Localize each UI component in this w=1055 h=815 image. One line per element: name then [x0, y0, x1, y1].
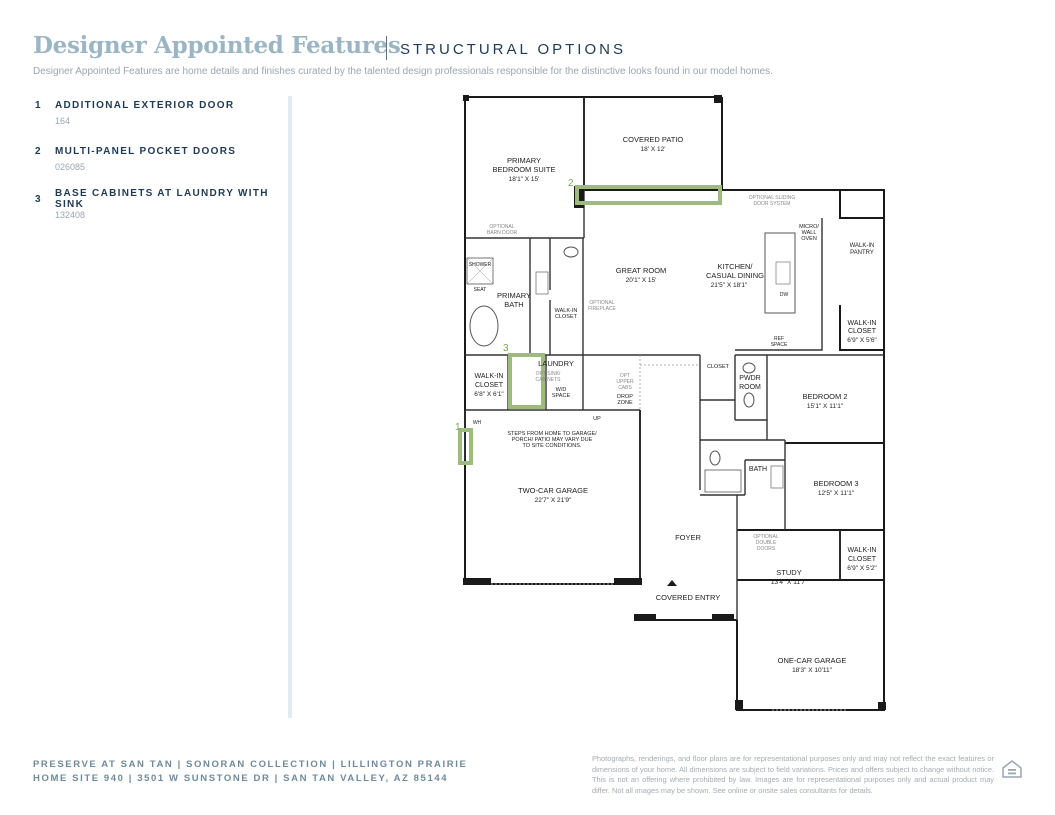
label-water-heater: WH — [473, 420, 482, 426]
room-primary-suite-dim: 18'1" X 15' — [509, 176, 540, 183]
room-walkin-closet-ne: WALK-IN — [848, 320, 877, 327]
callout-2: 2 — [568, 178, 574, 189]
room-primary-bath: PRIMARY — [497, 291, 531, 300]
intro-text: Designer Appointed Features are home det… — [33, 66, 773, 77]
label-steps-note-2: PORCH/ PATIO MAY VARY DUE — [512, 437, 593, 443]
room-covered-patio-dim: 18' X 12' — [641, 146, 666, 153]
room-walkin-closet-se: WALK-IN — [848, 547, 877, 554]
title-divider — [386, 36, 387, 60]
room-great-room-dim: 20'1" X 15' — [626, 277, 657, 284]
room-bedroom-3-dim: 12'5" X 11'1" — [818, 490, 855, 497]
room-one-car-garage-dim: 18'3" X 10'11" — [792, 667, 833, 674]
room-bedroom-3: BEDROOM 3 — [813, 479, 858, 488]
room-primary-bath-2: BATH — [504, 300, 523, 309]
label-micro-2: WALL — [802, 230, 817, 236]
label-shower: SHOWER — [469, 262, 492, 268]
page-title: Designer Appointed Features — [33, 32, 401, 59]
room-pantry: WALK-IN — [850, 243, 875, 249]
label-fireplace: OPTIONAL — [589, 300, 615, 306]
label-double-doors-2: DOUBLE — [756, 540, 777, 546]
room-one-car-garage: ONE-CAR GARAGE — [778, 656, 847, 665]
feature-title: MULTI-PANEL POCKET DOORS — [55, 146, 237, 157]
label-barn-door-2: BARN DOOR — [487, 230, 518, 236]
room-walkin-closet-w: WALK-IN — [475, 373, 504, 380]
room-kitchen-dim: 21'5" X 18'1" — [711, 282, 748, 289]
room-bedroom-2: BEDROOM 2 — [802, 392, 847, 401]
label-steps-note-3: TO SITE CONDITIONS. — [523, 443, 582, 449]
label-sliding-door: OPTIONAL SLIDING — [749, 195, 796, 201]
label-drop-zone: DROP — [617, 394, 633, 400]
floor-plan: 1 2 3 COVERED PATIO 18' X 12' PRIMARY BE… — [455, 95, 886, 711]
room-walkin-closet-w-2: CLOSET — [475, 382, 504, 389]
footer-address: HOME SITE 940 | 3501 W SUNSTONE DR | SAN… — [33, 773, 449, 784]
label-drop-zone-2: ZONE — [617, 400, 633, 406]
label-opt-sink-2: CABINETS — [535, 377, 561, 383]
callout-1: 1 — [455, 422, 461, 433]
room-two-car-garage-dim: 22'7" X 21'9" — [535, 497, 572, 504]
room-walkin-closet-se-dim: 6'9" X 5'2" — [847, 565, 877, 572]
label-sliding-door-2: DOOR SYSTEM — [754, 201, 791, 207]
label-micro-3: OVEN — [801, 236, 817, 242]
room-primary-suite: PRIMARY — [507, 156, 541, 165]
room-kitchen: KITCHEN/ — [717, 262, 753, 271]
room-study: STUDY — [776, 568, 801, 577]
room-closet: CLOSET — [707, 364, 730, 370]
room-powder: PWDR — [739, 375, 760, 382]
equal-housing-opportunity-icon — [1002, 760, 1022, 778]
label-barn-door: OPTIONAL — [489, 224, 515, 230]
label-fireplace-2: FIREPLACE — [588, 306, 616, 312]
label-opt-sink: OPT SINK/ — [536, 371, 561, 377]
label-up: UP — [593, 416, 601, 422]
label-opt-upper-2: UPPER — [616, 379, 634, 385]
room-bedroom-2-dim: 15'1" X 11'1" — [807, 403, 844, 410]
footer-disclaimer: Photographs, renderings, and floor plans… — [592, 754, 994, 795]
label-wd-2: SPACE — [552, 393, 571, 399]
room-walkin-closet-small: WALK-IN — [555, 308, 578, 314]
feature-title: BASE CABINETS AT LAUNDRY WITH SINK — [55, 188, 269, 210]
room-great-room: GREAT ROOM — [616, 266, 667, 275]
label-dw: DW — [780, 292, 789, 298]
callout-3: 3 — [503, 343, 509, 354]
room-covered-patio: COVERED PATIO — [623, 135, 684, 144]
label-opt-upper-3: CABS — [618, 385, 632, 391]
feature-code: 026085 — [55, 162, 86, 172]
room-kitchen-2: CASUAL DINING — [706, 271, 764, 280]
footer-community: PRESERVE AT SAN TAN | SONORAN COLLECTION… — [33, 759, 468, 770]
room-foyer: FOYER — [675, 533, 701, 542]
feature-number: 1 — [35, 100, 41, 111]
room-walkin-closet-small-2: CLOSET — [555, 314, 578, 320]
room-walkin-closet-se-2: CLOSET — [848, 556, 877, 563]
label-ref-space: REF — [774, 336, 784, 342]
column-divider — [288, 96, 292, 718]
room-pantry-2: PANTRY — [850, 250, 874, 256]
feature-title: ADDITIONAL EXTERIOR DOOR — [55, 100, 235, 111]
label-seat: SEAT — [474, 287, 487, 293]
room-laundry: LAUNDRY — [538, 359, 574, 368]
room-walkin-closet-w-dim: 6'8" X 6'1" — [474, 391, 504, 398]
feature-number: 2 — [35, 146, 41, 157]
page-subtitle: STRUCTURAL OPTIONS — [400, 41, 626, 58]
room-study-dim: 13'4" X 11'7" — [771, 579, 808, 586]
label-steps-note: STEPS FROM HOME TO GARAGE/ — [507, 431, 597, 437]
label-double-doors: OPTIONAL — [753, 534, 779, 540]
feature-code: 132408 — [55, 210, 86, 220]
room-covered-entry: COVERED ENTRY — [656, 593, 720, 602]
room-walkin-closet-ne-2: CLOSET — [848, 328, 877, 335]
feature-code: 164 — [55, 116, 71, 126]
label-micro: MICRO/ — [799, 224, 819, 230]
room-powder-2: ROOM — [739, 384, 761, 391]
label-double-doors-3: DOORS — [757, 546, 776, 552]
label-ref-space-2: SPACE — [771, 342, 788, 348]
room-primary-suite-2: BEDROOM SUITE — [493, 165, 556, 174]
label-opt-upper: OPT — [620, 373, 630, 379]
feature-number: 3 — [35, 194, 41, 205]
room-walkin-closet-ne-dim: 6'9" X 5'6" — [847, 337, 877, 344]
label-wd: W/D — [556, 387, 567, 393]
room-two-car-garage: TWO-CAR GARAGE — [518, 486, 588, 495]
room-bath: BATH — [749, 466, 767, 473]
